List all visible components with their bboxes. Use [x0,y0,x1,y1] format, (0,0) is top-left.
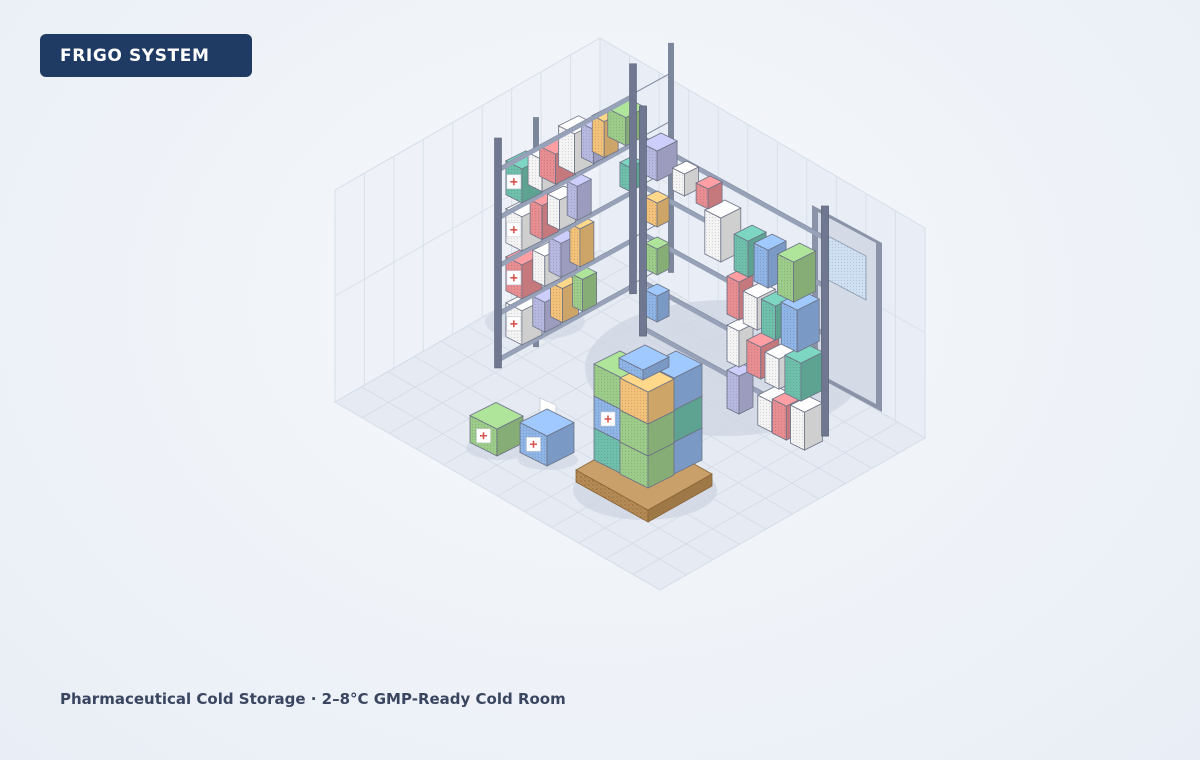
box-texture [781,302,798,353]
shelf-lip [498,189,633,269]
loose-box [519,408,575,467]
shelf-lip [498,141,633,221]
box-right-face [579,221,595,268]
right-shelving-unit [639,105,829,451]
shelf-lip [498,93,633,173]
shelf-post [639,105,647,337]
box-texture [746,340,761,380]
box-texture [550,282,563,323]
brand-badge: FRIGO SYSTEM [40,34,252,77]
box-texture [772,399,787,441]
brand-label: FRIGO SYSTEM [60,45,210,66]
medical-cross-icon [480,432,487,440]
box-texture [696,183,709,209]
box-texture [607,108,626,146]
box-texture [558,125,575,174]
box-texture [581,123,594,164]
box-texture [743,291,758,331]
box-texture [765,352,779,390]
box-texture [727,276,739,321]
box-texture [567,181,578,221]
shelf-box [789,395,824,451]
pallet-box [618,344,670,381]
box-texture [734,234,749,278]
box-right-face [738,368,754,415]
shelf-post [629,63,637,295]
medical-cross-icon [510,178,518,186]
shelf-box [695,175,723,210]
shelf-box [784,343,824,402]
left-shelving-unit [494,42,674,369]
floor-tile-seam [632,421,899,575]
box-texture [549,237,561,278]
box-texture [777,254,794,303]
box-texture [727,370,739,415]
box-texture [620,410,648,456]
box-texture [620,442,648,488]
box-texture [532,250,545,287]
medical-cross-icon [604,415,612,423]
box-texture [672,168,685,196]
box-texture [645,243,658,275]
medical-cross-icon [530,440,537,448]
shelf-lip [498,283,633,363]
box-texture [727,325,739,368]
box-texture [572,274,583,312]
caption-text: Pharmaceutical Cold Storage · 2–8°C GMP-… [60,690,566,708]
shelf-box [644,236,670,276]
shelf-post [821,205,829,437]
shelf-box [671,160,700,197]
box-texture [645,197,658,227]
box-texture [784,355,801,402]
shelf-box [566,173,593,221]
box-texture [757,395,772,433]
box-texture [619,162,630,192]
shelf-box [776,242,817,303]
box-texture [530,199,543,240]
shelf-post [494,137,502,369]
loose-boxes [469,397,575,467]
medical-cross-icon [510,320,518,328]
box-texture [761,299,776,341]
box-texture [620,378,648,424]
medical-cross-icon [510,226,518,234]
box-texture [592,115,605,158]
box-texture [528,152,543,192]
shelf-box [644,190,670,228]
shelf-box [571,266,598,313]
box-texture [754,243,769,289]
cold-room-door [812,205,882,412]
box-texture [619,358,643,380]
box-texture [532,296,545,333]
box-texture [790,405,805,451]
box-texture [569,223,580,267]
shelf-lip [498,237,633,317]
medical-cross-icon [510,274,518,282]
shelf-board [497,72,672,169]
box-texture [547,194,560,230]
loose-box [469,402,524,457]
box-texture [594,428,622,474]
box-top-face [640,132,678,152]
pallet-stack [575,344,713,523]
shelf-box [644,283,670,323]
box-texture [704,210,721,262]
box-texture [594,364,622,410]
floor-tile-seam [388,280,655,434]
shelf-box [780,290,821,353]
shelf-box [531,287,562,333]
box-texture [645,290,658,322]
box-texture [539,146,556,185]
